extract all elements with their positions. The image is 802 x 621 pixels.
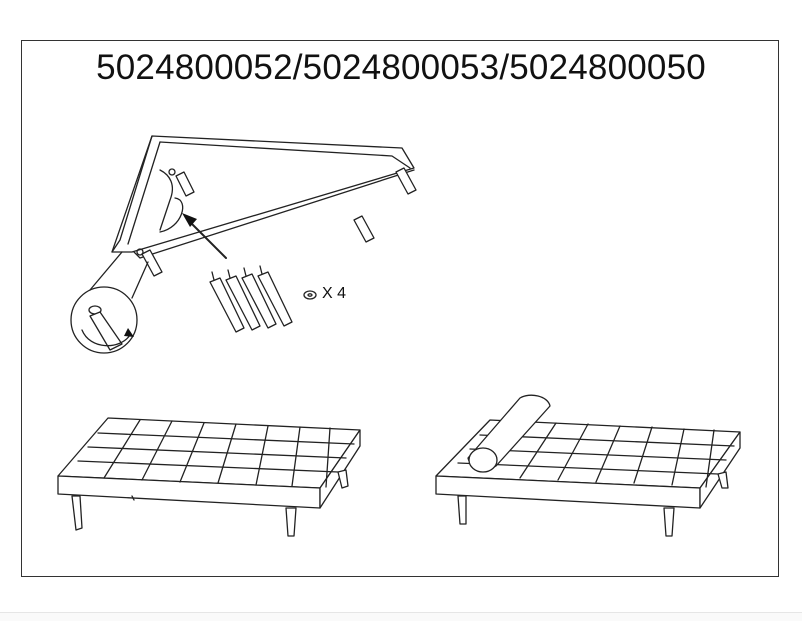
leg-detail-magnifier (70, 251, 149, 354)
washer-icon (303, 290, 317, 300)
instruction-sheet-border (21, 40, 779, 577)
page-title: 5024800052/5024800053/5024800050 (96, 48, 706, 87)
sofa-bed-with-bolster-illustration (435, 394, 741, 537)
arrow-icon (182, 213, 227, 259)
sofa-frame-illustration (111, 135, 417, 277)
sofa-bed-illustration (57, 417, 361, 537)
page-footer-strip (0, 612, 802, 621)
hardware-quantity-label: X 4 (322, 285, 347, 302)
leg-icon (209, 265, 293, 333)
